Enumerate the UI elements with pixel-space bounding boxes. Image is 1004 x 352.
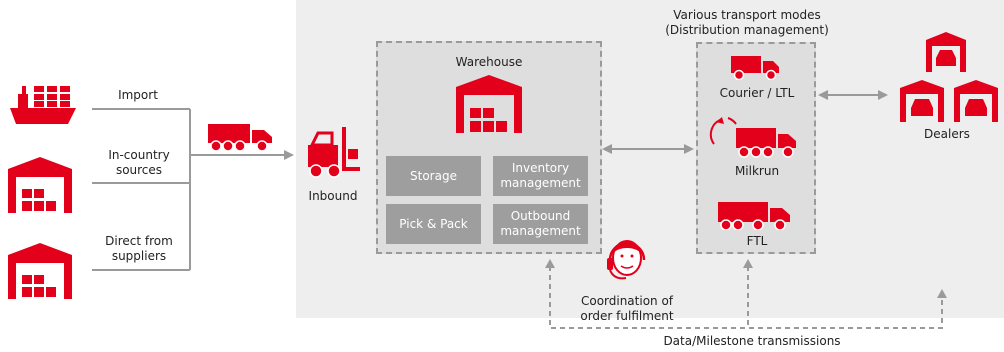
forklift-icon [304,127,360,179]
ship-icon [8,82,78,126]
dealers-label: Dealers [924,127,970,141]
dealer-garage-icon-right [954,80,998,122]
warehouse-title: Warehouse [455,55,523,69]
dealer-garage-icon-left [900,80,944,122]
data-transmissions-label: Data/Milestone transmissions [663,334,841,348]
outbound-tile: Outbound management [493,204,588,244]
transport-title-2: (Distribution management) [665,23,829,37]
ftl-truck-icon [718,200,794,231]
ftl-label: FTL [746,234,768,248]
courier-label: Courier / LTL [719,86,795,100]
data-line [549,266,943,329]
supplier-warehouse-icon [8,243,72,299]
milkrun-label: Milkrun [734,164,780,178]
import-label: Import [118,88,158,102]
inventory-tile: Inventory management [493,156,588,196]
transport-title-1: Various transport modes [673,8,821,22]
pick-pack-tile: Pick & Pack [386,204,481,244]
truck-icon [208,122,274,152]
warehouse-building-icon [456,75,522,133]
dealer-garage-icon-top [926,32,966,72]
storage-tile: Storage [386,156,481,196]
warehouse-icon [8,157,72,213]
milkrun-truck-icon [704,114,800,160]
headset-person-icon [604,234,650,286]
inbound-label: Inbound [308,189,358,203]
courier-truck-icon [731,56,781,81]
